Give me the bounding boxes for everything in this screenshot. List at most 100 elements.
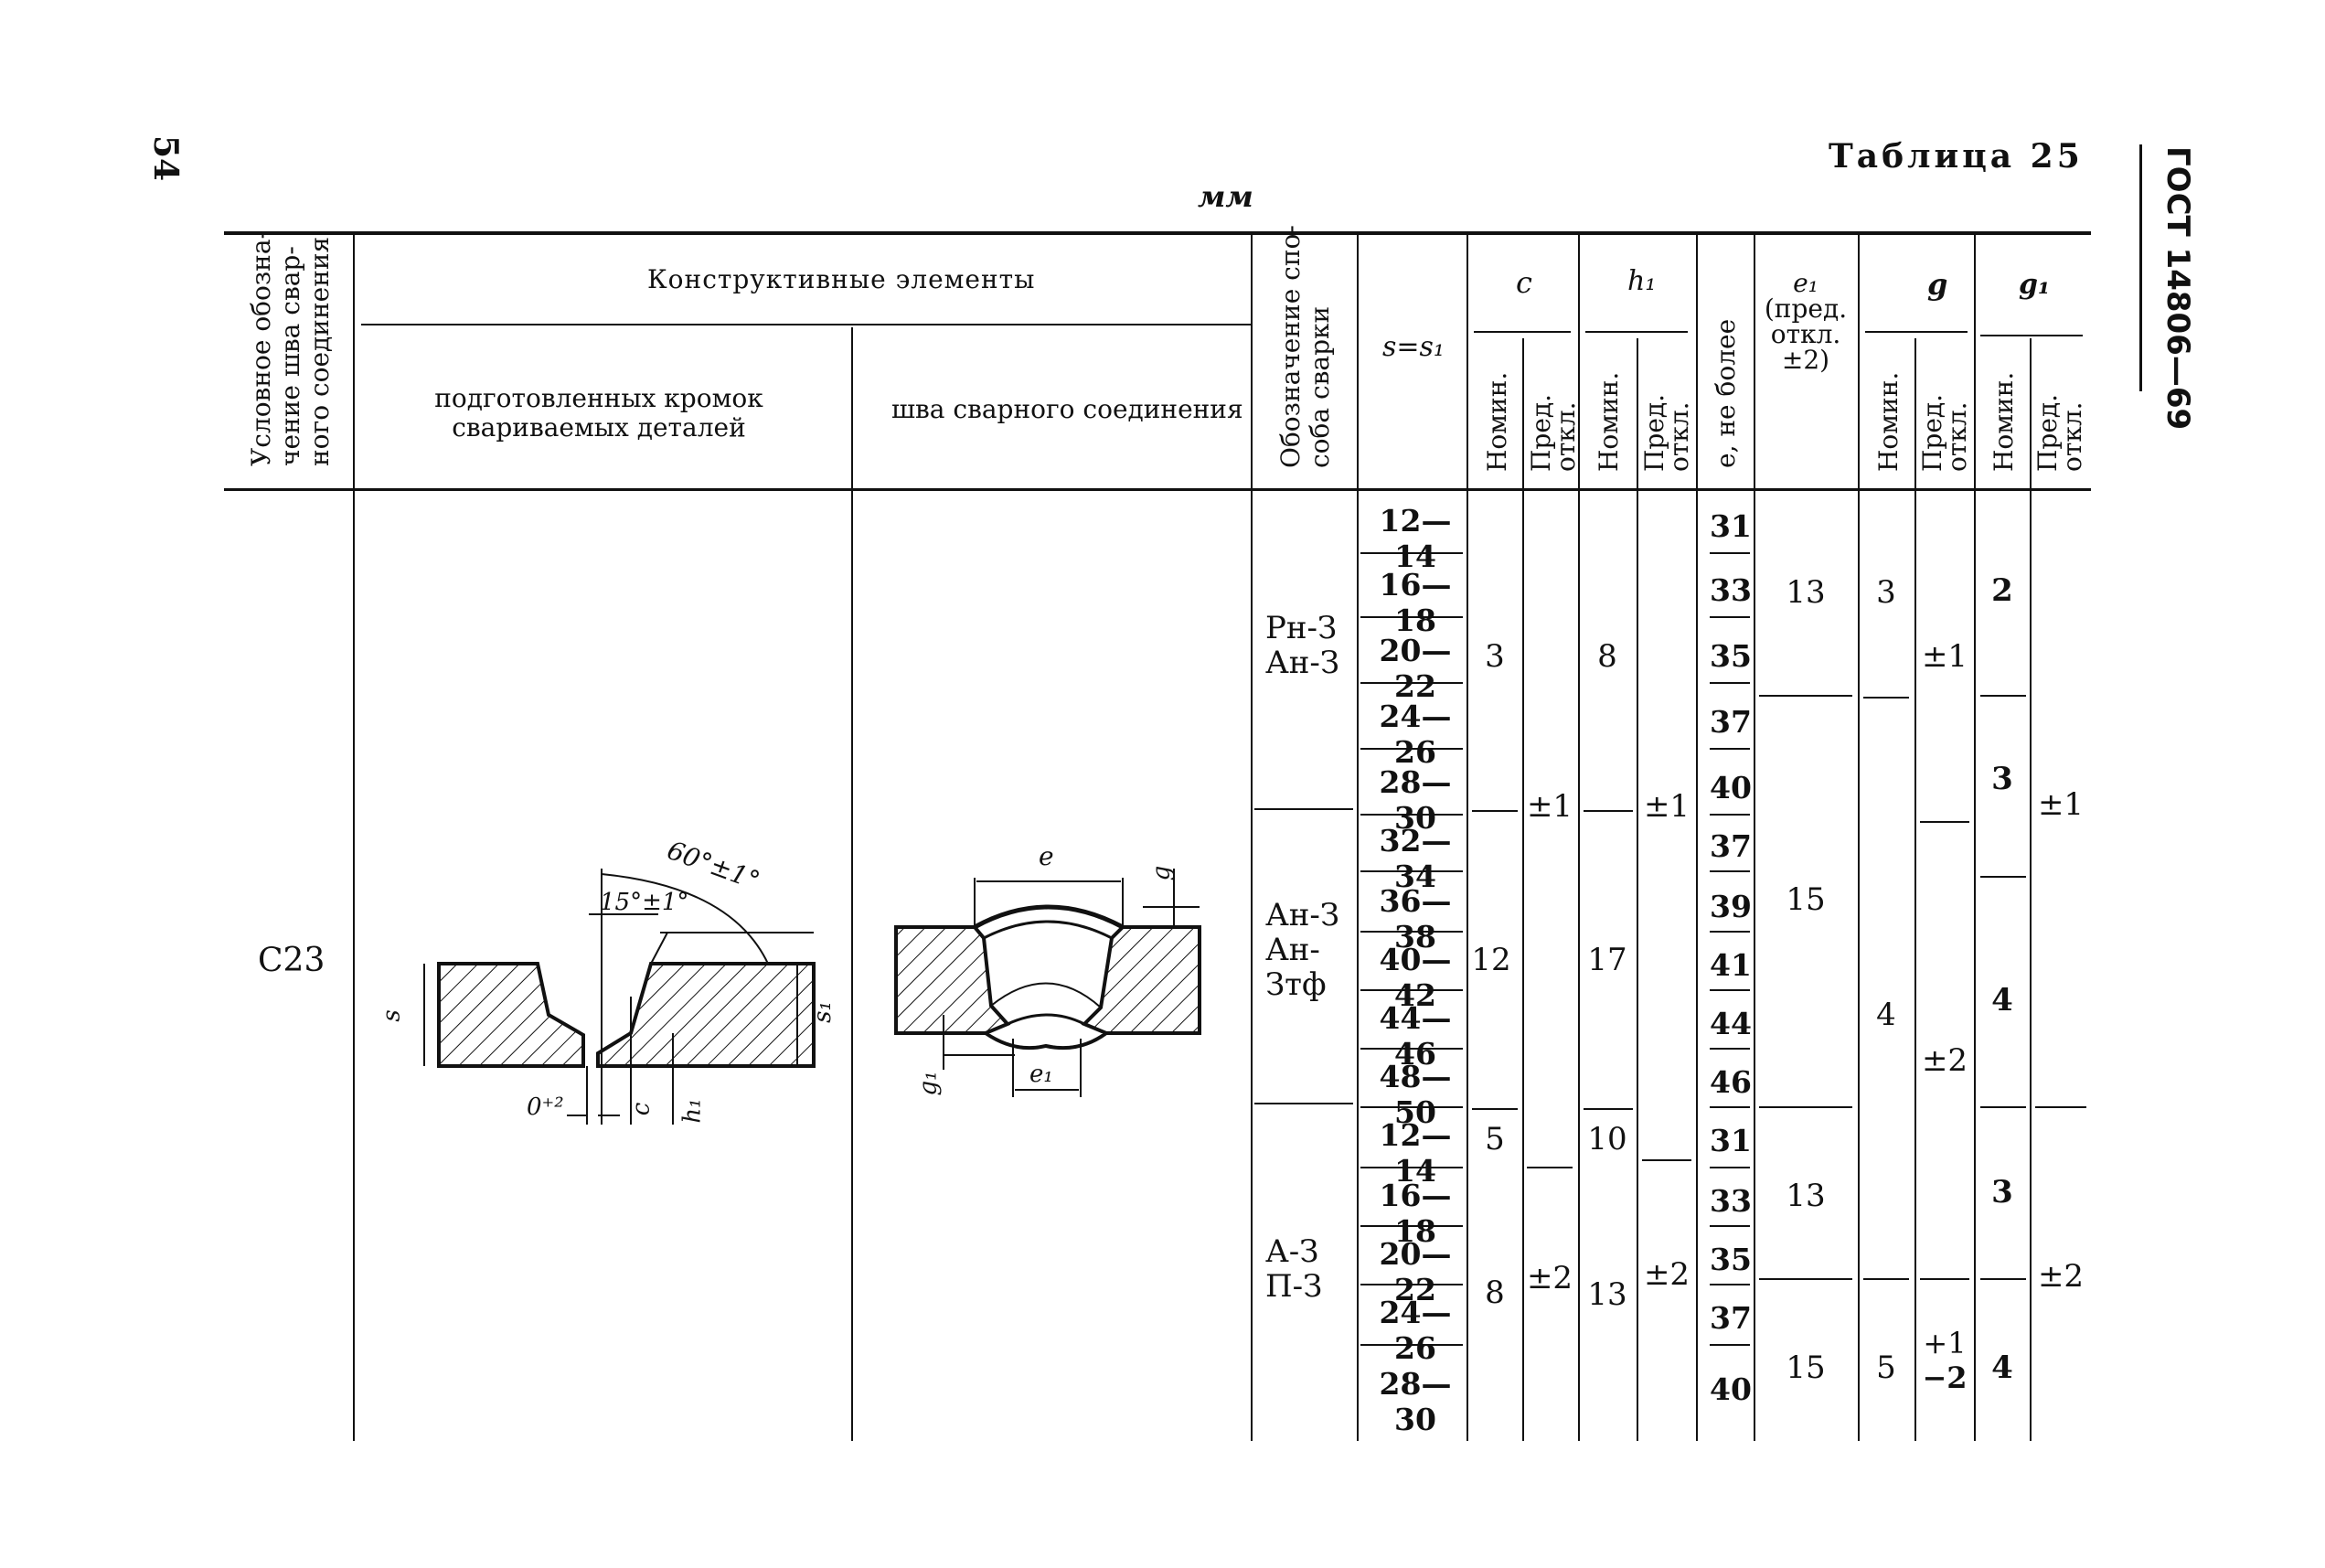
seam-designation: С23	[258, 942, 325, 979]
g1-nom: 4	[1991, 1349, 2013, 1386]
header-c: c	[1516, 265, 1532, 300]
header-g: g	[1927, 267, 1948, 302]
g1-nom: 4	[1991, 982, 2013, 1019]
prepared-edges-diagram	[423, 869, 816, 1125]
col-line	[1466, 234, 1468, 1441]
s-value: 44—46	[1379, 1000, 1452, 1072]
h1-dim-label: h₁	[678, 1098, 707, 1124]
c-nom: 5	[1485, 1121, 1505, 1157]
e-rule	[1710, 616, 1750, 618]
g-dev-minus: −2	[1922, 1360, 1968, 1395]
s-rule	[1360, 814, 1463, 816]
g1-rule	[1980, 876, 2026, 878]
col-line	[353, 234, 355, 1441]
s-value: 24—26	[1379, 699, 1452, 770]
header-g1-dev: Пред.откл.	[2032, 393, 2087, 472]
s-value: 12—14	[1379, 1117, 1452, 1189]
c-dev: ±1	[1526, 788, 1573, 825]
header-e1: e₁ (пред. откл. ±2)	[1764, 268, 1848, 375]
s-rule	[1360, 1048, 1463, 1050]
h1-nom: 8	[1597, 638, 1617, 675]
c-rule	[1527, 1167, 1573, 1168]
col-line	[1696, 234, 1698, 1441]
header-h1-nom: Номин.	[1594, 371, 1624, 472]
header-g-dev: Пред.откл.	[1917, 393, 1972, 472]
s-value: 16—18	[1379, 1178, 1452, 1249]
h1-sub-rule	[1585, 331, 1688, 333]
s-rule	[1360, 1167, 1463, 1168]
col-line	[1914, 338, 1916, 1441]
e-value: 31	[1710, 1123, 1752, 1158]
g1-nom: 3	[1991, 1174, 2013, 1211]
e-value: 37	[1710, 1300, 1752, 1336]
h1-dev: ±1	[1643, 788, 1690, 825]
s-rule	[1360, 1106, 1463, 1108]
h1-dev: ±2	[1643, 1256, 1690, 1293]
e-value: 41	[1710, 947, 1752, 983]
s-rule	[1360, 1284, 1463, 1285]
s-value: 32—34	[1379, 823, 1452, 894]
left-plate	[437, 962, 585, 1068]
e1-dim-label: e₁	[1029, 1061, 1053, 1088]
g-rule	[1863, 1278, 1909, 1280]
e-dim-label: e	[1039, 841, 1054, 871]
g-dev: ±1	[1921, 638, 1968, 675]
e-rule	[1710, 989, 1750, 991]
e-value: 37	[1710, 828, 1752, 864]
g-rule	[1920, 821, 1969, 823]
e-rule	[1710, 1106, 1750, 1108]
page-number: 54	[146, 135, 185, 182]
e-value: 31	[1710, 508, 1752, 544]
s-rule	[1360, 616, 1463, 618]
header-designation: Условное обозна- чение шва свар- ного со…	[246, 230, 335, 466]
e-rule	[1710, 552, 1750, 554]
e-value: 46	[1710, 1064, 1752, 1100]
g1-rule	[1980, 695, 2026, 697]
e-rule	[1710, 1344, 1750, 1346]
g1-dim-label: g₁	[914, 1071, 943, 1096]
header-e: e, не более	[1711, 318, 1741, 468]
e1-rule	[1759, 695, 1852, 697]
e-value: 33	[1710, 572, 1752, 608]
gost-label: ГОСТ 14806—69	[2160, 146, 2196, 431]
g-dev: ±2	[1921, 1042, 1968, 1079]
header-s: s=s₁	[1382, 331, 1445, 363]
g-dev-plus: +1	[1923, 1326, 1967, 1360]
weld-seam-diagram	[894, 869, 1201, 1097]
s-value: 16—18	[1379, 567, 1452, 638]
units-label: мм	[1198, 179, 1253, 214]
s1-dim-label: s₁	[808, 1001, 837, 1023]
header-h1-dev: Пред.откл.	[1639, 393, 1694, 472]
g-nom: 5	[1876, 1349, 1896, 1386]
e-rule	[1710, 1284, 1750, 1285]
e-rule	[1710, 870, 1750, 872]
g-rule	[1920, 1278, 1969, 1280]
header-seam: шва сварного соединения	[891, 394, 1243, 424]
s-rule	[1360, 748, 1463, 750]
col-line	[1578, 234, 1580, 1441]
e-rule	[1710, 1225, 1750, 1227]
h1-rule	[1642, 1159, 1691, 1161]
g-rule	[1863, 697, 1909, 699]
header-g1: g₁	[2019, 269, 2051, 301]
c-dev: ±2	[1526, 1260, 1573, 1296]
s-value: 48—50	[1379, 1059, 1452, 1130]
e-value: 39	[1710, 889, 1752, 924]
s-value: 20—22	[1379, 633, 1452, 704]
e1-rule	[1759, 1278, 1852, 1280]
s-value: 28—30	[1379, 1366, 1452, 1437]
col-line	[1754, 234, 1755, 1441]
g1-sub-rule	[1980, 335, 2083, 336]
h1-rule	[1584, 1108, 1633, 1110]
s-value: 40—42	[1379, 942, 1452, 1013]
e1-value: 13	[1786, 1178, 1826, 1214]
s-value: 20—22	[1379, 1236, 1452, 1307]
gap-dim-label: 0⁺²	[527, 1093, 564, 1121]
e-value: 44	[1710, 1006, 1752, 1041]
s-dim-label: s	[378, 1009, 406, 1022]
e-value: 40	[1710, 1371, 1752, 1407]
e-value: 37	[1710, 704, 1752, 740]
e-rule	[1710, 931, 1750, 933]
g1-rule	[1980, 1106, 2026, 1108]
